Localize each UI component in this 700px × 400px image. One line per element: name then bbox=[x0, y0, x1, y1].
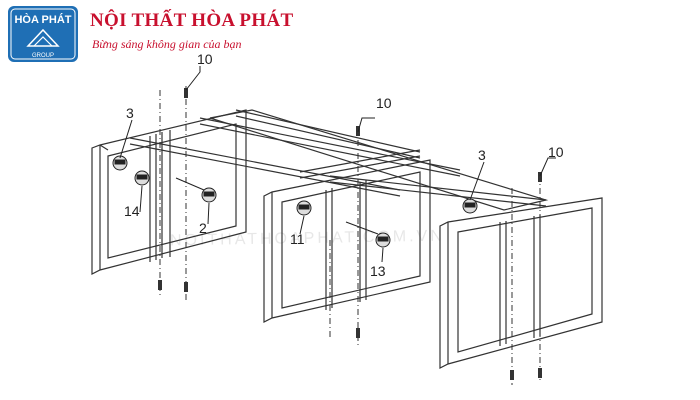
label-screw-10-left: 10 bbox=[197, 51, 213, 67]
screw-icon bbox=[538, 172, 542, 182]
hoa-phat-logo: HÒA PHÁT GROUP bbox=[8, 6, 78, 62]
screw-heads bbox=[158, 88, 542, 380]
brand-header: HÒA PHÁT GROUP NỘI THẤT HÒA PHÁT Bừng sá… bbox=[0, 0, 700, 70]
label-connector-11: 11 bbox=[290, 231, 305, 247]
label-screw-10-right: 10 bbox=[548, 144, 564, 160]
screw-axis-lines bbox=[159, 86, 541, 385]
brand-slogan: Bừng sáng không gian của bạn bbox=[92, 37, 242, 51]
top-beams bbox=[129, 109, 549, 211]
brand-title: NỘI THẤT HÒA PHÁT bbox=[90, 10, 294, 31]
label-connector-14: 14 bbox=[124, 203, 140, 219]
middle-leg-frame bbox=[263, 159, 431, 323]
label-bracket-3-left: 3 bbox=[126, 105, 134, 121]
logo-subtext: GROUP bbox=[32, 53, 54, 59]
screw-icon bbox=[184, 88, 188, 98]
label-screw-10-middle: 10 bbox=[376, 95, 392, 111]
label-connector-13: 13 bbox=[370, 263, 386, 279]
screw-icon bbox=[184, 282, 188, 292]
leader-lines bbox=[119, 66, 556, 263]
logo-text: HÒA PHÁT bbox=[14, 13, 71, 26]
left-leg-frame bbox=[91, 109, 247, 275]
screw-icon bbox=[356, 328, 360, 338]
right-leg-frame bbox=[439, 197, 603, 369]
label-bracket-3-right: 3 bbox=[478, 147, 486, 163]
connector-discs bbox=[112, 155, 478, 248]
screw-icon bbox=[538, 368, 542, 378]
label-connector-2: 2 bbox=[199, 220, 207, 236]
screw-icon bbox=[510, 370, 514, 380]
screw-icon bbox=[158, 280, 162, 290]
